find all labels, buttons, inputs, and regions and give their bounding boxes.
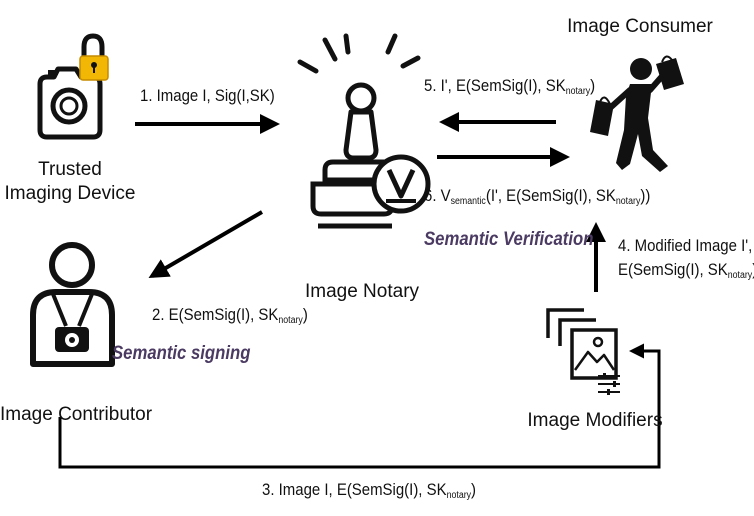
arrow-step-2 <box>148 210 264 279</box>
contributor-camera-icon <box>30 242 115 367</box>
camera-lock-icon <box>37 33 109 140</box>
modifiers-images-icon <box>546 308 620 395</box>
step-6-label: 6. Vsemantic(I', E(SemSig(I), SKnotary)) <box>424 186 651 207</box>
step-4-label: 4. Modified Image I', E(SemSig(I), SKnot… <box>618 236 754 281</box>
device-label: Trusted Imaging Device <box>0 158 140 206</box>
step-1-label: 1. Image I, Sig(I,SK) <box>140 86 275 105</box>
modifiers-label: Image Modifiers <box>527 410 663 431</box>
notary-stamp-icon <box>297 33 431 229</box>
notary-label: Image Notary <box>304 281 420 302</box>
step-2-label: 2. E(SemSig(I), SKnotary) <box>152 305 308 326</box>
consumer-label: Image Consumer <box>567 16 713 37</box>
semantic-signing-annotation: Semantic signing <box>112 343 251 364</box>
contributor-label: Image Contributor <box>0 404 153 425</box>
step-5-label: 5. I', E(SemSig(I), SKnotary) <box>424 76 596 97</box>
step-3-label: 3. Image I, E(SemSig(I), SKnotary) <box>262 480 477 501</box>
consumer-shopping-icon <box>590 55 684 172</box>
semantic-verification-annotation: Semantic Verification <box>424 229 594 250</box>
device-label-line2: Imaging Device <box>4 183 136 204</box>
device-label-line1: Trusted <box>38 159 102 180</box>
arrow-step-3 <box>58 343 661 469</box>
